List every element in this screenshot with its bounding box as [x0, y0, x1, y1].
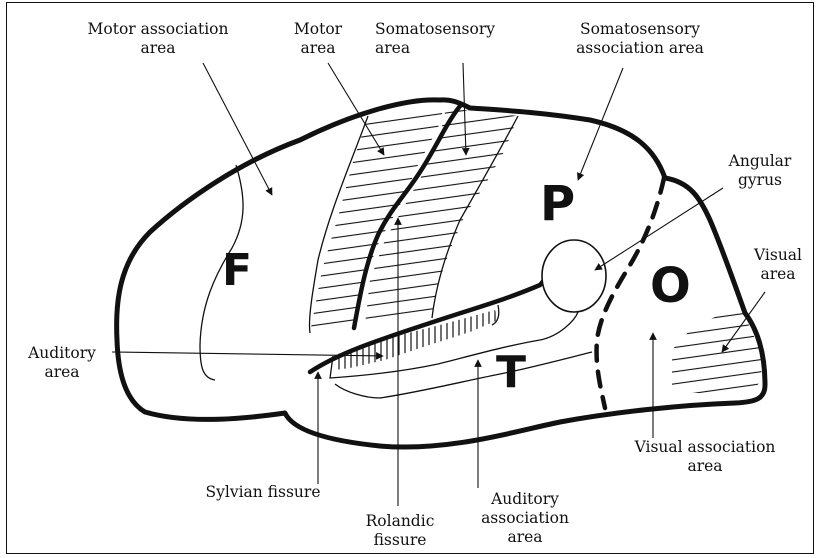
occipital-lobe-letter: O [650, 258, 691, 314]
label-angular-gyrus: Angular gyrus [720, 152, 800, 190]
label-rolandic-fissure: Rolandic fissure [360, 512, 440, 550]
temporal-lobe-letter: T [496, 347, 526, 398]
arrow-somatosensory-association [578, 68, 623, 180]
arrow-motor-association [203, 63, 272, 195]
label-auditory-association-area: Auditory association area [470, 490, 580, 547]
label-auditory-area: Auditory area [22, 344, 102, 382]
parietal-lobe-letter: P [540, 176, 575, 232]
label-somatosensory-association-area: Somatosensory association area [555, 20, 725, 58]
label-motor-association-area: Motor association area [78, 20, 238, 58]
angular-gyrus-circle [542, 240, 606, 312]
label-visual-association-area: Visual association area [625, 438, 785, 476]
label-motor-area: Motor area [278, 20, 358, 58]
frontal-lobe-letter: F [222, 245, 252, 296]
label-sylvian-fissure: Sylvian fissure [188, 483, 338, 502]
label-visual-area: Visual area [748, 246, 808, 284]
label-somatosensory-area: Somatosensory area [375, 20, 515, 58]
